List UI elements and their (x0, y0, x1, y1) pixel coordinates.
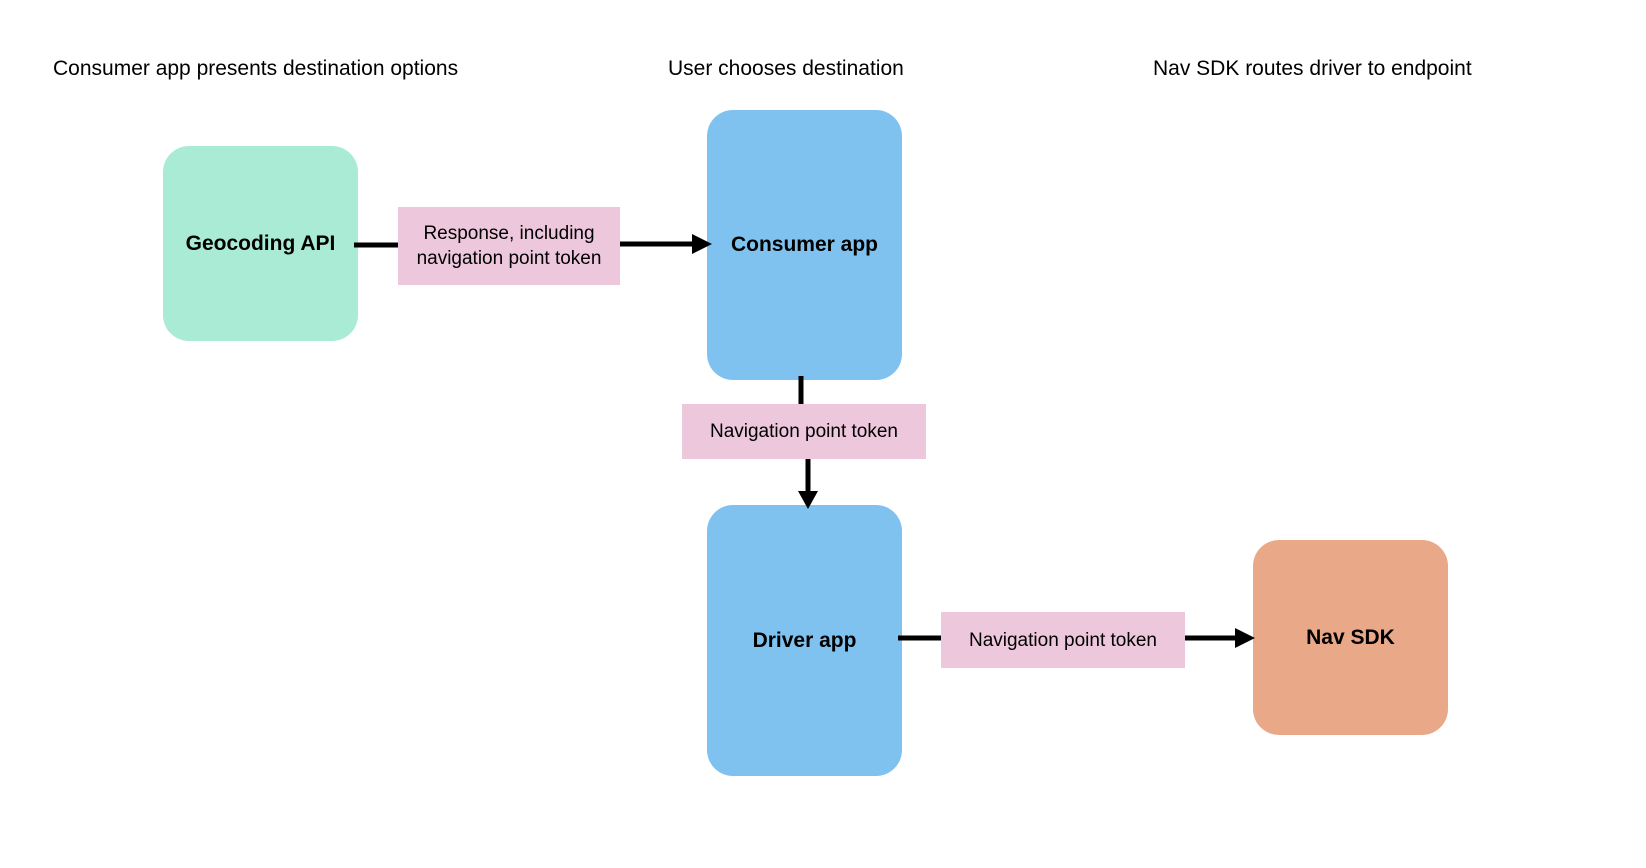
column-header-consumer-app-options: Consumer app presents destination option… (53, 57, 459, 80)
column-header-nav-sdk-routes-driver: Nav SDK routes driver to endpoint (1153, 57, 1472, 80)
node-nav-sdk: Nav SDK (1253, 540, 1448, 735)
node-consumer-app: Consumer app (707, 110, 902, 380)
connector-nav-token-label-to-nav-sdk (1181, 625, 1255, 656)
arrow-right-icon (616, 234, 712, 254)
connector-response-label-to-consumer-app (616, 231, 712, 262)
connector-nav-token-label-to-driver-app (795, 455, 821, 514)
line-segment-icon (798, 376, 804, 406)
line-segment-icon (898, 635, 944, 641)
edge-label-navigation-point-token-consumer-to-driver: Navigation point token (682, 404, 926, 459)
node-nav-sdk-label: Nav SDK (1306, 625, 1395, 649)
node-driver-app-label: Driver app (752, 628, 857, 652)
node-driver-app: Driver app (707, 505, 902, 776)
edge-label-navigation-point-token-driver-to-navsdk: Navigation point token (941, 612, 1185, 668)
edge-label-text: Navigation point token (968, 629, 1157, 651)
connector-driver-app-to-nav-token-label (898, 631, 944, 649)
node-consumer-app-label: Consumer app (730, 233, 879, 256)
node-geocoding-api-label: Geocoding API (185, 231, 336, 255)
arrow-down-icon (798, 455, 818, 509)
line-segment-icon (354, 242, 402, 248)
connector-geocoding-to-response-label (354, 238, 402, 256)
edge-label-text: Navigation point token (709, 421, 898, 442)
node-geocoding-api: Geocoding API (163, 146, 358, 341)
arrow-right-icon (1181, 628, 1255, 648)
edge-label-text: Response, including navigation point tok… (416, 223, 602, 269)
column-header-user-chooses-destination: User chooses destination (668, 57, 904, 80)
connector-consumer-app-to-nav-token-label (795, 376, 807, 411)
edge-label-response-including-navigation-point-token: Response, including navigation point tok… (398, 207, 620, 285)
